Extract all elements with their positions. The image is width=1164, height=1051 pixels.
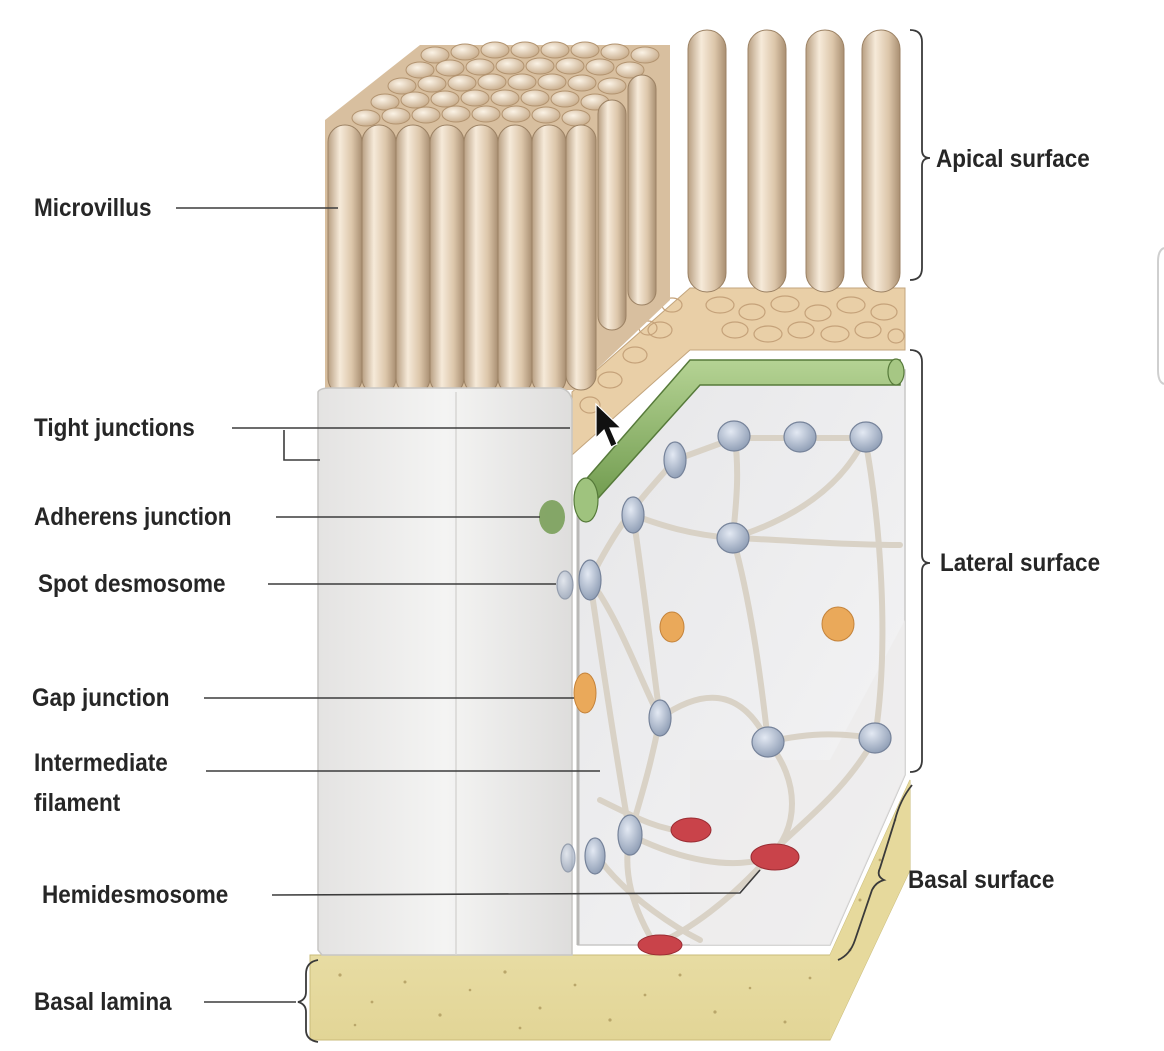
label-intermediate-filament-line1: Intermediate: [34, 749, 168, 777]
faded-edge-bracket: [1157, 247, 1164, 385]
label-gap-junction: Gap junction: [32, 684, 170, 712]
microvilli-right-row: [687, 29, 901, 293]
label-adherens-junction: Adherens junction: [34, 503, 232, 531]
microvilli-front-row: [327, 74, 657, 396]
spot-desmosomes: [556, 420, 892, 875]
label-basal-lamina: Basal lamina: [34, 988, 172, 1016]
left-cell-body: [317, 387, 573, 956]
label-basal-surface: Basal surface: [908, 866, 1055, 894]
label-microvillus: Microvillus: [34, 194, 152, 222]
mouse-cursor-icon: [595, 402, 623, 448]
label-lateral-surface: Lateral surface: [940, 549, 1101, 577]
basal-lamina-layer: [309, 779, 911, 1041]
label-apical-surface: Apical surface: [936, 145, 1090, 173]
gap-junctions: [573, 606, 855, 714]
hemidesmosomes: [637, 817, 800, 956]
tight-junction-band: [539, 358, 905, 534]
label-hemidesmosome: Hemidesmosome: [42, 881, 229, 909]
label-tight-junctions: Tight junctions: [34, 414, 195, 442]
label-spot-desmosome: Spot desmosome: [38, 570, 226, 598]
label-intermediate-filament-line2: filament: [34, 789, 121, 817]
surface-brackets: [837, 29, 931, 961]
basal-lamina-bracket: [297, 959, 319, 1043]
leader-lines: [176, 207, 761, 1003]
